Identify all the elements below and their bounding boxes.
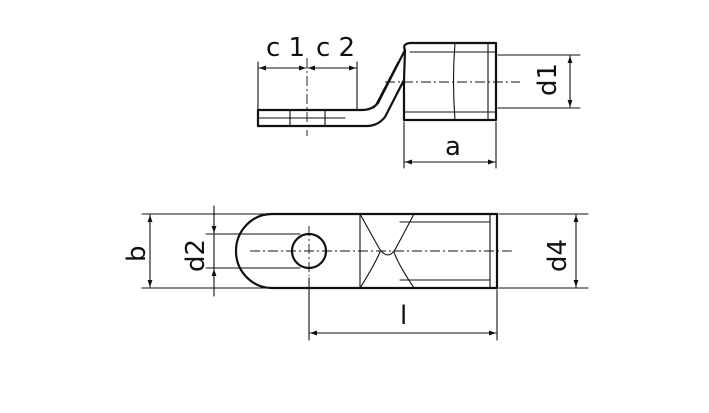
top-view: b d2 d4 l xyxy=(122,205,589,341)
side-view-barrel-curve-inner xyxy=(452,42,456,121)
label-d1: d1 xyxy=(533,63,563,96)
side-view-neck-upper xyxy=(256,48,407,112)
side-view-neck-inner xyxy=(373,61,399,109)
side-view-barrel-outline xyxy=(402,41,498,122)
top-view-transition-curve-right xyxy=(393,251,415,289)
side-view: c 1 c 2 a d1 xyxy=(256,33,581,169)
dimension-c1-c2: c 1 c 2 xyxy=(257,33,358,111)
dimension-a: a xyxy=(403,121,497,169)
dimension-d1: d1 xyxy=(497,54,581,109)
top-view-transition-v xyxy=(359,213,415,256)
label-b: b xyxy=(122,245,152,262)
side-view-neck-lower xyxy=(256,78,406,128)
label-c1: c 1 xyxy=(266,33,305,63)
dimension-b: b xyxy=(122,213,273,289)
top-view-transition-curve xyxy=(359,251,381,289)
dimension-l: l xyxy=(308,277,498,341)
label-l: l xyxy=(400,301,407,331)
label-d2: d2 xyxy=(181,239,211,272)
label-a: a xyxy=(445,132,461,162)
dimension-d2: d2 xyxy=(181,205,301,297)
label-c2: c 2 xyxy=(316,33,355,63)
dimension-d4: d4 xyxy=(498,213,589,289)
label-d4: d4 xyxy=(543,239,573,272)
